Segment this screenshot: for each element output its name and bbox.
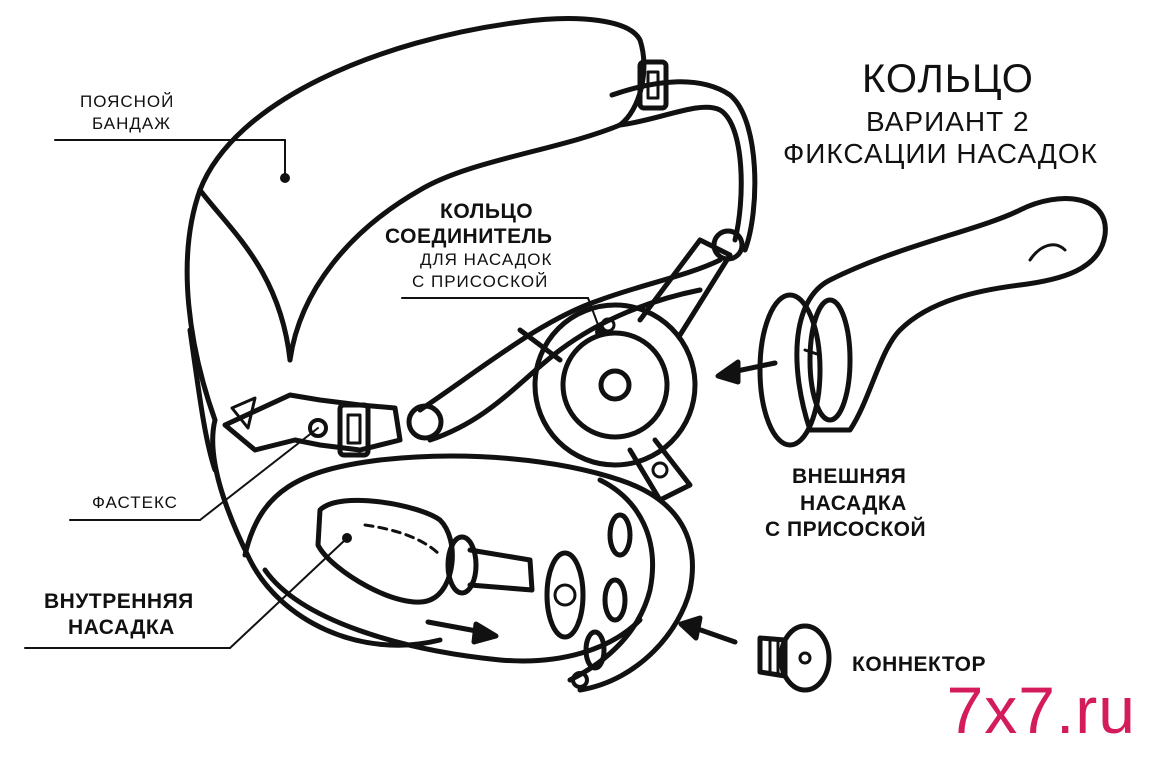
connector-ring <box>517 237 733 503</box>
watermark: 7x7.ru <box>946 673 1136 747</box>
inner-dildo <box>315 497 586 640</box>
strap-adjuster <box>637 59 669 111</box>
label-ring-1: КОЛЬЦО <box>440 200 534 223</box>
label-outer-2: НАСАДКА <box>800 492 907 515</box>
label-outer-3: С ПРИСОСКОЙ <box>765 518 927 541</box>
label-ring-2: СОЕДИНИТЕЛЬ <box>385 225 553 248</box>
label-fastex: ФАСТЕКС <box>92 493 178 512</box>
connector-piece <box>757 623 832 693</box>
arrows <box>425 359 778 645</box>
label-connector: КОННЕКТОР <box>852 653 986 676</box>
title-line3: ФИКСАЦИИ НАСАДОК <box>783 138 1098 169</box>
leader-lines <box>24 139 605 649</box>
label-waist-belt-2: БАНДАЖ <box>92 114 171 133</box>
label-ring-3: ДЛЯ НАСАДОК <box>420 250 553 269</box>
title-line2: ВАРИАНТ 2 <box>866 106 1030 137</box>
outer-dildo <box>757 196 1108 448</box>
label-waist-belt-1: ПОЯСНОЙ <box>80 92 175 111</box>
strap-ring-left <box>406 403 444 441</box>
label-inner-1: ВНУТРЕННЯЯ <box>44 590 194 613</box>
label-ring-4: С ПРИСОСКОЙ <box>412 272 549 291</box>
title-main: КОЛЬЦО <box>862 57 1034 101</box>
harness-pouch <box>242 257 723 693</box>
label-inner-2: НАСАДКА <box>68 616 175 639</box>
label-outer-1: ВНЕШНЯЯ <box>792 465 907 488</box>
fastex-buckle <box>222 392 403 458</box>
waist-belt <box>184 16 758 648</box>
